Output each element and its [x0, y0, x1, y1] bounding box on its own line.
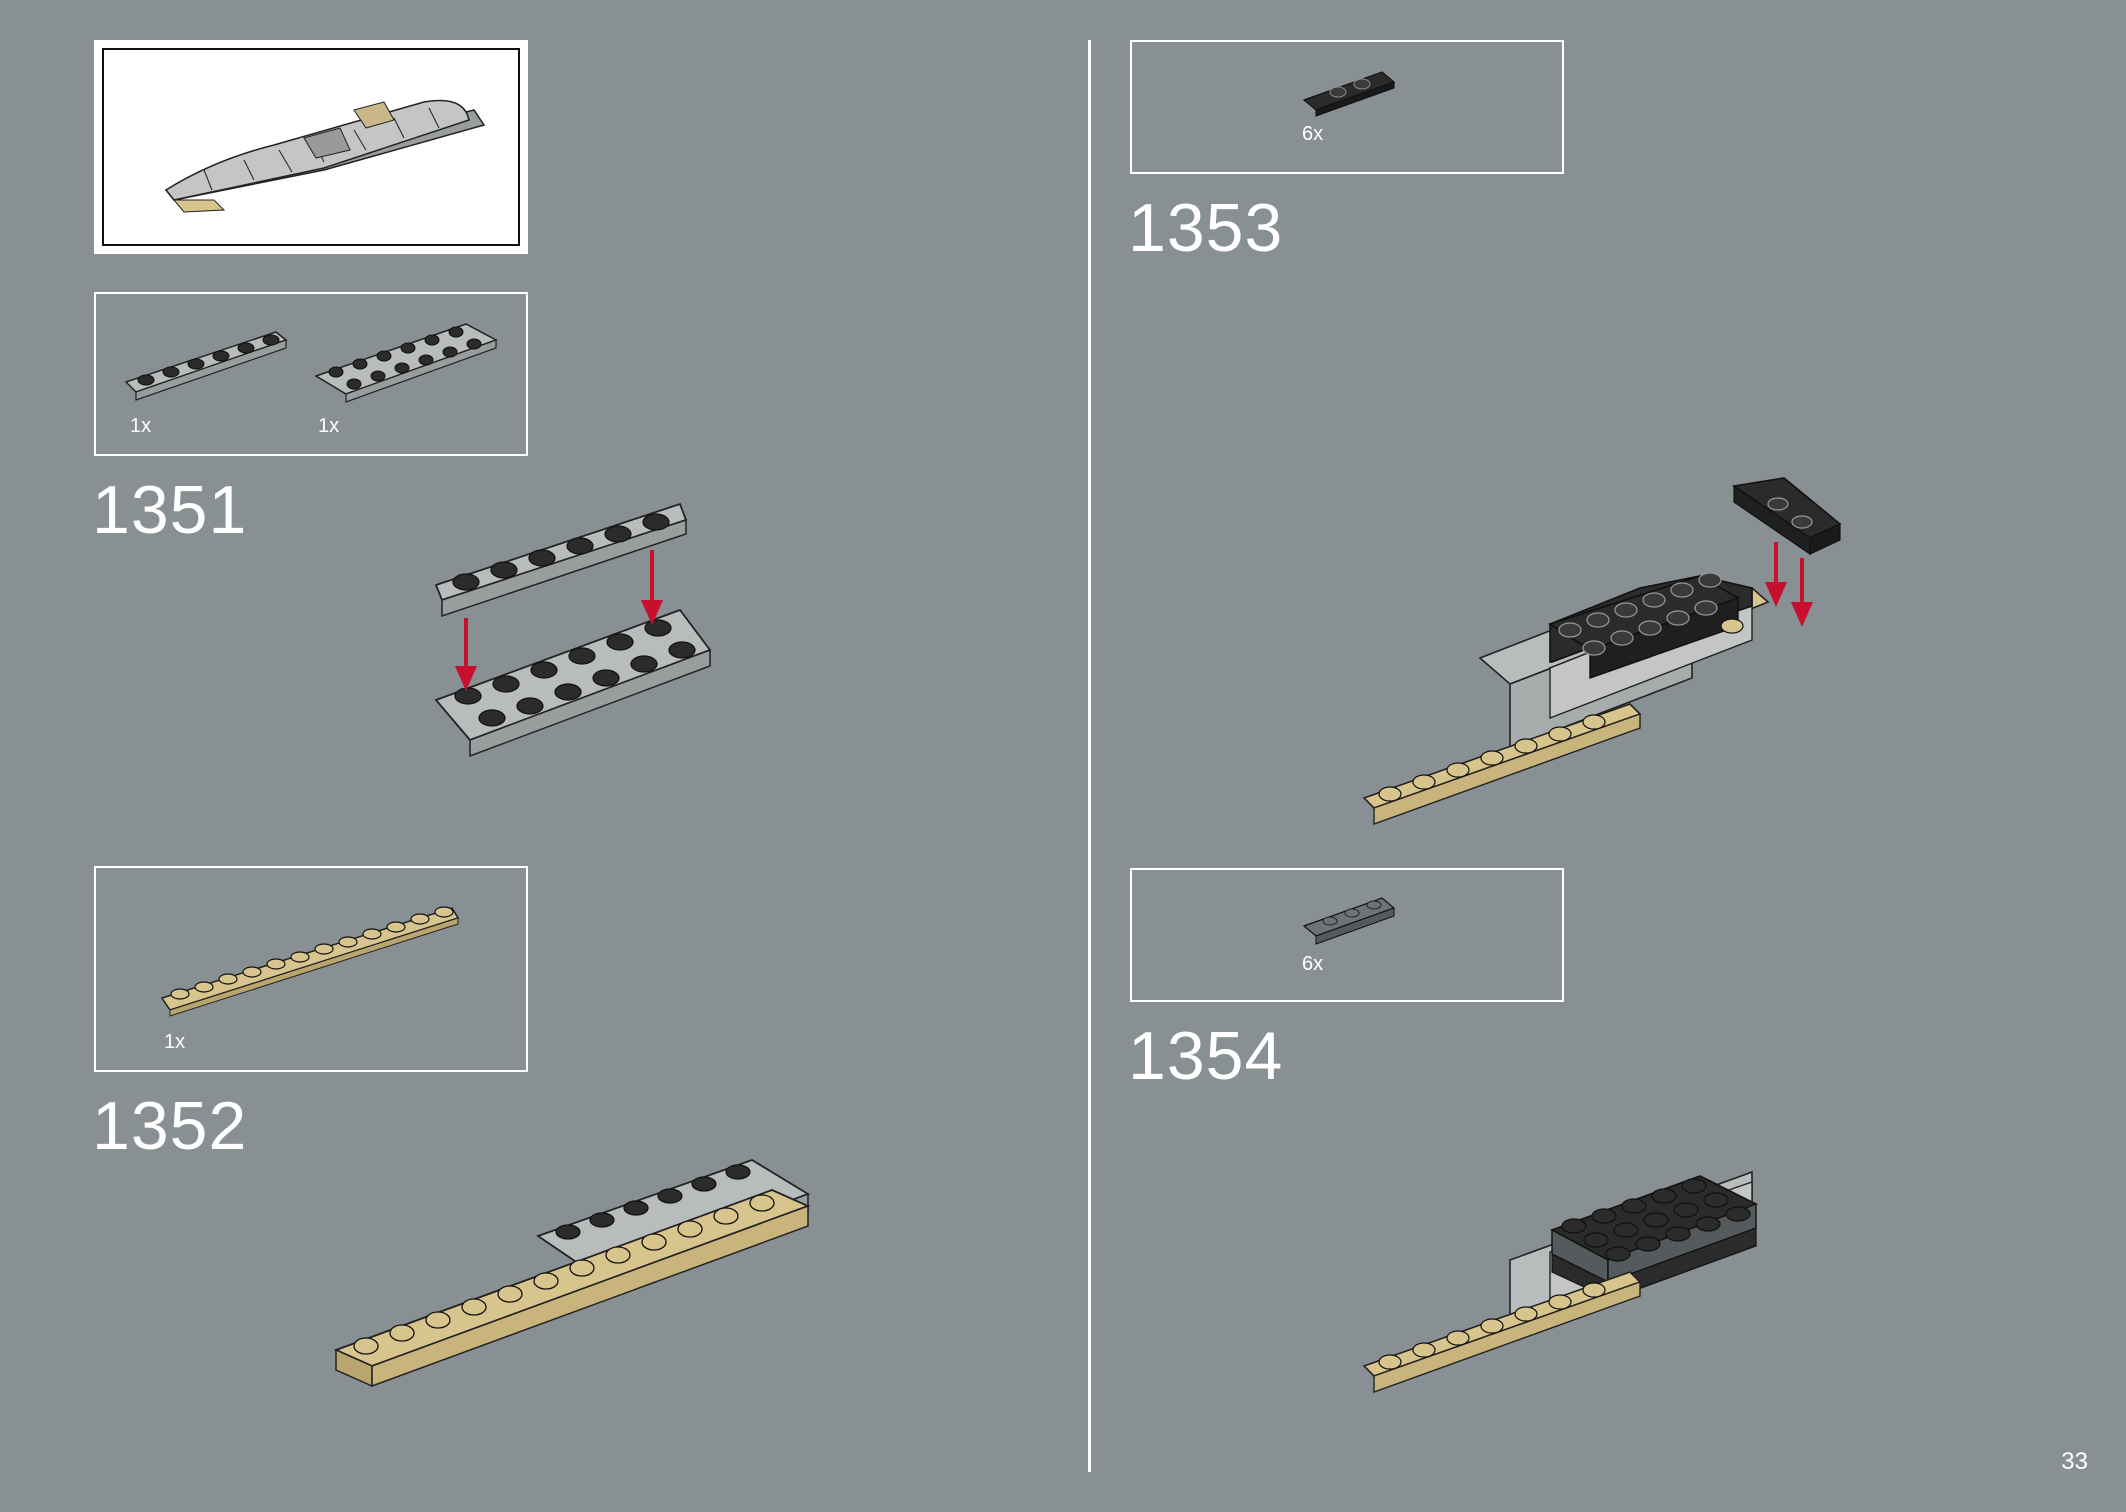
step-1352-parts-box: 1x [94, 866, 528, 1072]
part-quantity: 1x [164, 1031, 186, 1053]
part-quantity: 6x [1302, 123, 1324, 145]
part-quantity: 1x [318, 415, 340, 437]
plate-2x6-light-gray-part [314, 323, 498, 403]
plate-1x6-light-gray-part [124, 331, 288, 401]
page-divider [1088, 40, 1091, 1472]
step-number-1354: 1354 [1128, 1018, 1284, 1094]
step-1351-parts-box: 1x 1x [94, 292, 528, 456]
wing-assembly-illustration [164, 99, 486, 213]
step-1354-parts-box: 6x [1130, 868, 1564, 1002]
step-number-1353: 1353 [1128, 190, 1284, 266]
plate-1x12-tan-part [160, 906, 460, 1017]
plate-1x2-dark-gray-part [1302, 71, 1396, 117]
part-quantity: 1x [130, 415, 152, 437]
step-number-1352: 1352 [92, 1088, 248, 1164]
step-1352-assembly-illustration [333, 1159, 811, 1388]
part-quantity: 6x [1302, 953, 1324, 975]
plate-1x3-mid-gray-part [1302, 897, 1396, 945]
step-1353-parts-box: 6x [1130, 40, 1564, 174]
step-number-1351: 1351 [92, 472, 248, 548]
step-1353-assembly-illustration [1362, 477, 1842, 825]
step-1351-assembly-illustration [434, 502, 712, 758]
context-preview-box [94, 40, 528, 254]
context-preview-inner [102, 48, 520, 246]
step-1354-assembly-illustration [1362, 1170, 1758, 1393]
page-number: 33 [2061, 1448, 2088, 1475]
